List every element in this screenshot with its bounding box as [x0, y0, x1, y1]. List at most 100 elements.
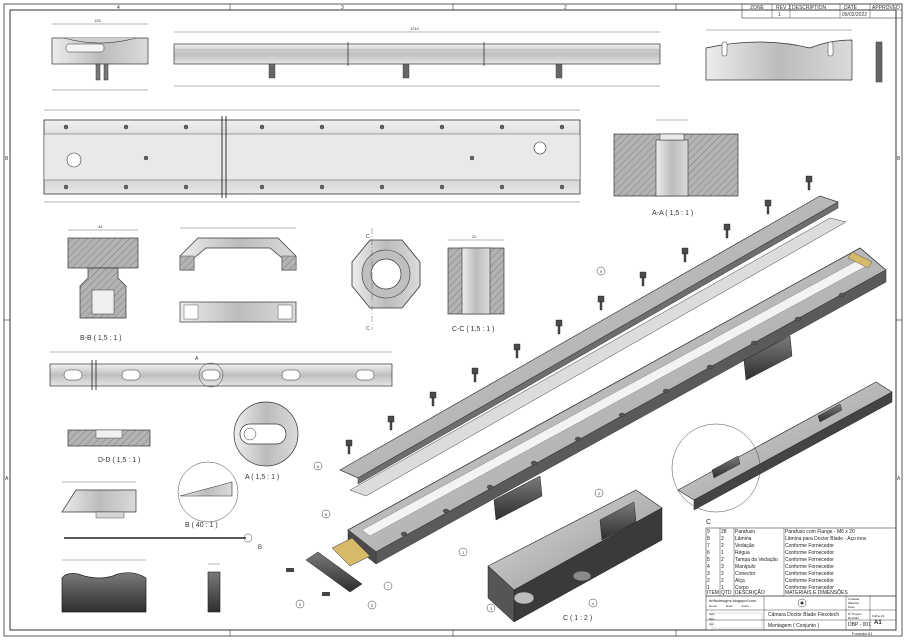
label-section-cc: C-C ( 1,5 : 1 ): [452, 326, 494, 333]
balloon-4: 4: [592, 601, 595, 606]
iso-ruler: [339, 195, 839, 485]
label-detail-a: A ( 1,5 : 1 ): [245, 474, 279, 481]
marker-c-bottom: C: [366, 326, 370, 332]
sheet-label: Folha 1/1: [872, 614, 885, 618]
zone-top-4: 4: [117, 5, 120, 11]
view-handle-front: [61, 559, 221, 613]
view-end-block: 126: [51, 18, 149, 91]
dim-bb-width: 44: [98, 224, 103, 229]
zone-top-1: 1: [788, 5, 791, 11]
rev-header-description: DESCRIPTION: [792, 5, 827, 11]
person-apr: Apr.: [709, 622, 715, 626]
info-labels-2: Nº Projeto Revisão: [848, 612, 862, 620]
view-section-cc: 22: [447, 234, 505, 315]
bom-header-descricao: DESCRIÇÃO: [735, 590, 765, 596]
bom-header-item: ITEM: [707, 590, 719, 596]
drawing-title: Câmara Doctor Blade Flexotech: [768, 612, 840, 618]
info-labels: Unidade Material Peso: [848, 597, 859, 609]
zone-ticks: [4, 4, 902, 636]
website: driftsdesigns.blogspot.com: [709, 598, 757, 603]
info-projeto: Nº Projeto: [848, 612, 862, 616]
zone-top-3: 3: [341, 5, 344, 11]
sheet-size: A1: [874, 620, 882, 626]
iso-body-holes: [400, 292, 846, 537]
view-slotted-ruler: [49, 351, 393, 390]
iso-body: [347, 247, 887, 565]
iso-handles: [493, 335, 793, 521]
view-detail-a: [233, 401, 299, 467]
title-people: Des. Rev. Apr.: [709, 612, 715, 627]
label-section-dd: D-D ( 1,5 : 1 ): [98, 457, 140, 464]
marker-b: B: [258, 545, 262, 551]
person-rev: Rev.: [709, 617, 715, 621]
iso-seal-parts: [286, 537, 371, 596]
info-revisao: Revisão: [848, 616, 859, 620]
body-top-holes: [63, 124, 565, 190]
rev-header-date: DATE: [844, 5, 858, 11]
iso-screws-row: [345, 175, 813, 455]
balloon-9: 9: [299, 602, 302, 607]
rev-row-date: 09/02/2022: [842, 12, 867, 18]
balloon-8: 8: [325, 512, 328, 517]
drawing-subtitle: Montagem ( Conjunto ): [768, 623, 820, 629]
balloon-numbers: 1 2 3 4 5 6 7 8 9: [299, 464, 601, 611]
format-label: Formato A1: [852, 631, 873, 636]
balloon-2: 2: [598, 491, 601, 496]
balloons: [295, 461, 604, 613]
label-section-aa: A-A ( 1,5 : 1 ): [652, 210, 693, 217]
marker-c-top: C: [366, 234, 370, 240]
bom-header-qtd: QTD: [721, 590, 732, 596]
drawing-number: DBP - 001: [848, 622, 871, 628]
balloon-9-top: 9: [600, 269, 603, 274]
balloon-6: 6: [317, 464, 320, 469]
title-roles: Nome Data Assin.: [709, 604, 750, 608]
balloon-7: 7: [387, 584, 390, 589]
zone-side-b: B: [5, 156, 9, 162]
view-section-aa: [613, 119, 739, 197]
view-body-top: [43, 109, 581, 203]
view-u-handle: [179, 227, 297, 323]
view-blade-line: [64, 533, 253, 543]
iso-blade: [349, 217, 847, 497]
dim-long-bar-length: 1210: [410, 26, 420, 31]
revision-table: ZONE REV DESCRIPTION DATE APPROVED 1 09/…: [741, 3, 903, 19]
role-date: Data: [726, 604, 733, 608]
label-detail-b: B ( 40 : 1 ): [185, 522, 218, 529]
balloon-5: 5: [371, 603, 374, 608]
view-section-bb: 44: [67, 224, 139, 319]
zone-side-a: A: [5, 476, 9, 482]
view-detail-b: [177, 461, 239, 523]
role-name: Nome: [709, 604, 718, 608]
info-unidade: Unidade: [848, 597, 860, 601]
balloon-3: 3: [490, 606, 493, 611]
role-sign: Assin.: [741, 604, 750, 608]
rev-header-rev: REV: [776, 5, 787, 11]
iso-connector-right: [671, 381, 893, 513]
view-hex-nut: [351, 228, 421, 330]
view-section-dd: [67, 429, 151, 447]
rev-row-rev: 1: [778, 12, 781, 18]
view-long-bar-top: 1210: [173, 26, 661, 87]
view-handle-side: [705, 29, 883, 83]
marker-a: A: [195, 356, 199, 362]
person-des: Des.: [709, 612, 716, 616]
balloon-1: 1: [462, 550, 465, 555]
label-c-big: C: [706, 519, 711, 526]
rev-header-zone: ZONE: [750, 5, 765, 11]
view-wedge: [61, 481, 137, 519]
title-block: [705, 595, 897, 631]
bom-header: ITEM QTD DESCRIÇÃO MATERIAIS E DIMENSÕES: [707, 590, 895, 596]
dim-cc-width: 22: [472, 234, 477, 239]
zone-side-b-right: B: [897, 156, 901, 162]
